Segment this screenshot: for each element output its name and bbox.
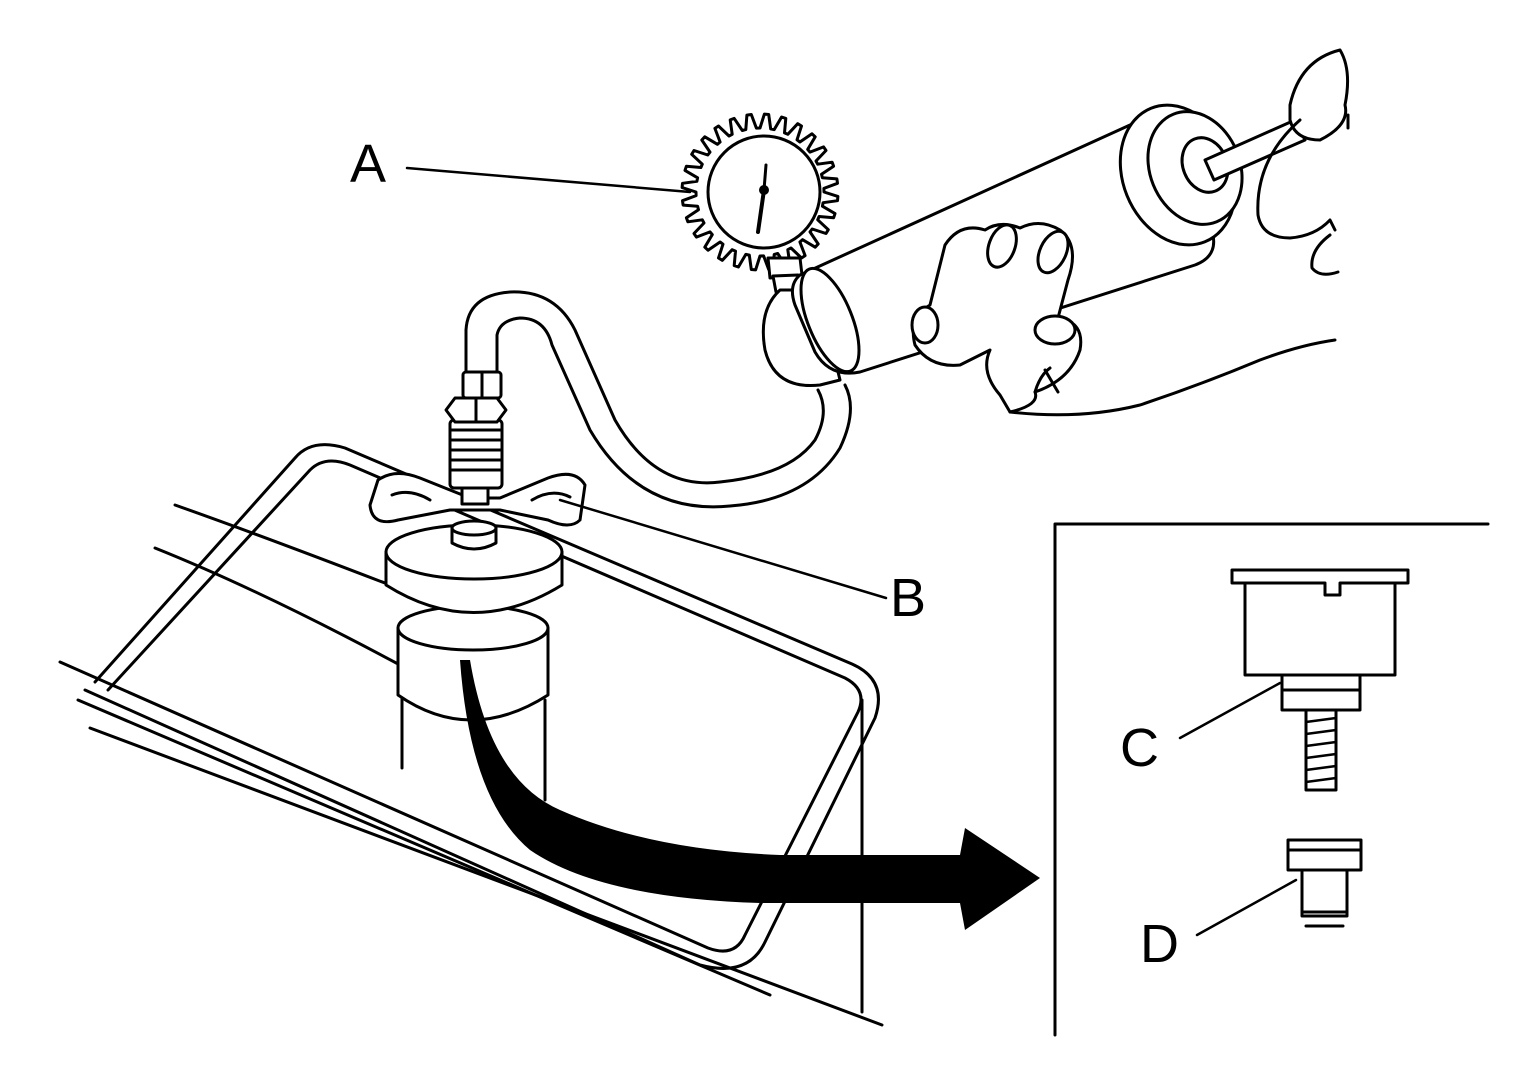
- leader-lines: [405, 166, 1298, 937]
- leader-a: [405, 166, 692, 194]
- callout-d: D: [1140, 914, 1179, 974]
- hands: [910, 48, 1350, 417]
- callout-c: C: [1120, 718, 1159, 778]
- filler-neck-adapter: [368, 370, 587, 802]
- callout-labels: A B C D: [350, 134, 1179, 974]
- hose: [464, 290, 852, 509]
- callout-a: A: [350, 134, 386, 194]
- leader-b: [558, 498, 888, 600]
- callout-b: B: [890, 568, 926, 628]
- part-c-adapter: [1230, 568, 1410, 792]
- leader-d: [1195, 878, 1298, 937]
- radiator-tank: [58, 443, 884, 1027]
- part-d-adapter: [1286, 838, 1363, 928]
- leader-c: [1178, 681, 1282, 740]
- flow-arrow: [460, 660, 1040, 930]
- pressure-gauge: [680, 112, 840, 294]
- inset-box: [1053, 522, 1490, 1037]
